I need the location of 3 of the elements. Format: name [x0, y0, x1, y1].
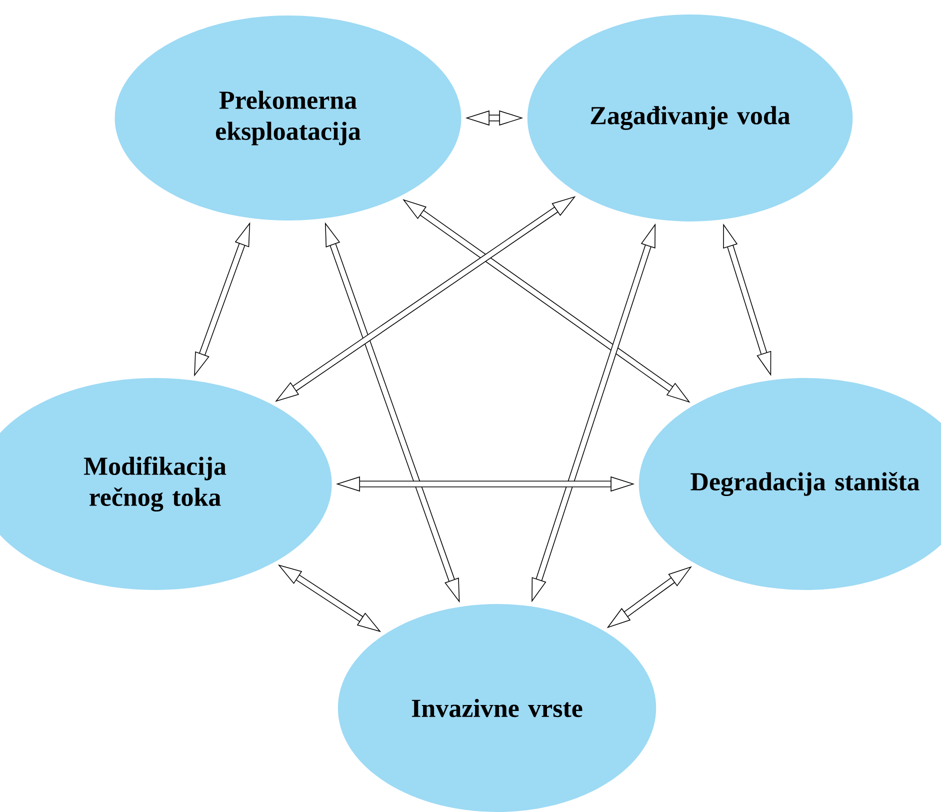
ellipse-node: Prekomerna eksploatacija — [114, 16, 462, 220]
ellipse-node: Invazivne vrste — [338, 604, 656, 812]
ellipse-node: Zagađivanje voda — [527, 14, 853, 222]
